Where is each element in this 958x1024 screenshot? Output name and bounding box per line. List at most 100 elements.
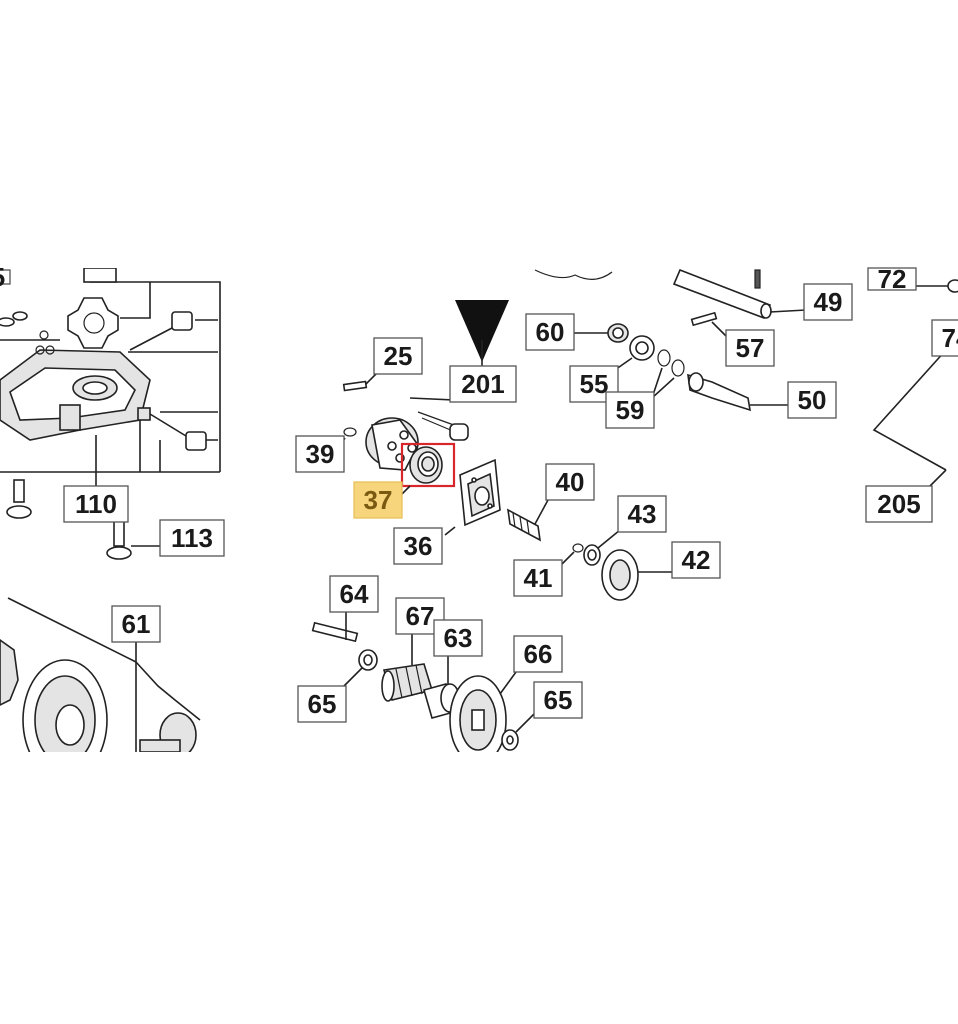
- callout-60[interactable]: 60: [525, 313, 575, 351]
- callout-113[interactable]: 113: [159, 519, 225, 557]
- callout-number: 66: [524, 639, 553, 669]
- washer-55-part[interactable]: [611, 335, 655, 373]
- callout-number: 63: [444, 623, 473, 653]
- callout-205[interactable]: 205: [865, 485, 933, 523]
- pin-57-part[interactable]: [690, 311, 729, 339]
- callout-36[interactable]: 36: [393, 527, 443, 565]
- callout-box: [433, 619, 483, 657]
- callout-number: 201: [461, 369, 504, 399]
- callout-39[interactable]: 39: [295, 435, 345, 473]
- callout-number: 5: [0, 262, 5, 292]
- callout-number: 37: [364, 485, 393, 515]
- callout-box: [329, 575, 379, 613]
- callout-number: 39: [306, 439, 335, 469]
- callout-number: 72: [878, 264, 907, 294]
- callout-number: 205: [877, 489, 920, 519]
- callout-number: 110: [75, 489, 117, 519]
- callout-box: [605, 391, 655, 429]
- o-rings-59-part[interactable]: [650, 349, 685, 401]
- callout-number: 59: [616, 395, 645, 425]
- plate-36-part[interactable]: [444, 458, 501, 536]
- callout-number: 67: [406, 601, 435, 631]
- callout-box: [545, 463, 595, 501]
- gear-42-part[interactable]: [601, 549, 672, 601]
- callout-box: [725, 329, 775, 367]
- callout-25[interactable]: 25: [373, 337, 423, 375]
- direction-arrow-icon: [455, 300, 509, 362]
- callout-65a[interactable]: 65: [297, 685, 347, 723]
- callout-number: 113: [171, 523, 213, 553]
- bevel-gear-assembly[interactable]: [0, 597, 201, 780]
- callout-number: 49: [814, 287, 843, 317]
- callout-number: 36: [404, 531, 433, 561]
- callout-40[interactable]: 40: [545, 463, 595, 501]
- washer-65-part[interactable]: [341, 649, 378, 689]
- callout-43[interactable]: 43: [617, 495, 667, 533]
- housing-assembly[interactable]: [0, 268, 221, 560]
- callout-65b[interactable]: 65: [533, 681, 583, 719]
- callout-number: 42: [682, 545, 711, 575]
- callout-number: 61: [122, 609, 151, 639]
- shaft-40-part[interactable]: [506, 499, 549, 542]
- callout-41[interactable]: 41: [513, 559, 563, 597]
- callout-number: 65: [308, 689, 337, 719]
- bolt-113-part[interactable]: [106, 519, 162, 560]
- callout-50[interactable]: 50: [787, 381, 837, 419]
- callout-61[interactable]: 61: [111, 605, 161, 643]
- callout-box: [671, 541, 721, 579]
- shaft-50-part[interactable]: [687, 372, 790, 412]
- part-72[interactable]: [912, 279, 958, 293]
- callout-number: 57: [736, 333, 765, 363]
- sprocket-66-part[interactable]: [449, 671, 517, 764]
- pump-block-part[interactable]: [365, 392, 469, 471]
- callout-63[interactable]: 63: [433, 619, 483, 657]
- callout-number: 50: [798, 385, 827, 415]
- callout-box: [0, 269, 11, 285]
- callout-box: [353, 481, 403, 519]
- washer-43-part[interactable]: [583, 529, 621, 566]
- callout-5[interactable]: 5: [0, 262, 11, 292]
- callout-number: 60: [536, 317, 565, 347]
- cap-60-part[interactable]: [572, 323, 629, 343]
- callout-box: [393, 527, 443, 565]
- callout-37[interactable]: 37: [353, 481, 403, 519]
- callout-66[interactable]: 66: [513, 635, 563, 673]
- callout-72[interactable]: 72: [867, 264, 917, 294]
- callout-number: 65: [544, 685, 573, 715]
- callout-box: [297, 685, 347, 723]
- callout-box: [865, 485, 933, 523]
- washer-65b-part[interactable]: [501, 711, 537, 751]
- callout-64[interactable]: 64: [329, 575, 379, 613]
- callout-number: 74: [942, 323, 958, 353]
- callout-42[interactable]: 42: [671, 541, 721, 579]
- callout-110[interactable]: 110: [63, 485, 129, 523]
- pin-64-part[interactable]: [311, 612, 359, 643]
- callout-number: 40: [556, 467, 585, 497]
- bolt-part[interactable]: [6, 479, 32, 519]
- callout-box: [513, 635, 563, 673]
- callout-number: 64: [340, 579, 369, 609]
- shaft-49-part[interactable]: [672, 268, 807, 320]
- callout-59[interactable]: 59: [605, 391, 655, 429]
- callout-number: 41: [524, 563, 553, 593]
- bearing-37-part[interactable]: [399, 442, 456, 497]
- callout-box: [111, 605, 161, 643]
- callout-201[interactable]: 201: [449, 365, 517, 403]
- callout-57[interactable]: 57: [725, 329, 775, 367]
- callout-box: [931, 319, 958, 357]
- callout-74[interactable]: 74: [931, 319, 958, 357]
- callout-box: [533, 681, 583, 719]
- screw-part[interactable]: [137, 407, 207, 451]
- callout-box: [525, 313, 575, 351]
- ring-41-part[interactable]: [561, 543, 584, 565]
- callout-box: [295, 435, 345, 473]
- selection-box: [400, 442, 456, 488]
- callout-box: [63, 485, 129, 523]
- screw-part[interactable]: [129, 311, 193, 351]
- callout-box: [373, 337, 423, 375]
- callout-number: 25: [384, 341, 413, 371]
- pin-25-part[interactable]: [342, 371, 379, 392]
- callout-49[interactable]: 49: [803, 283, 853, 321]
- callout-55[interactable]: 55: [569, 365, 619, 403]
